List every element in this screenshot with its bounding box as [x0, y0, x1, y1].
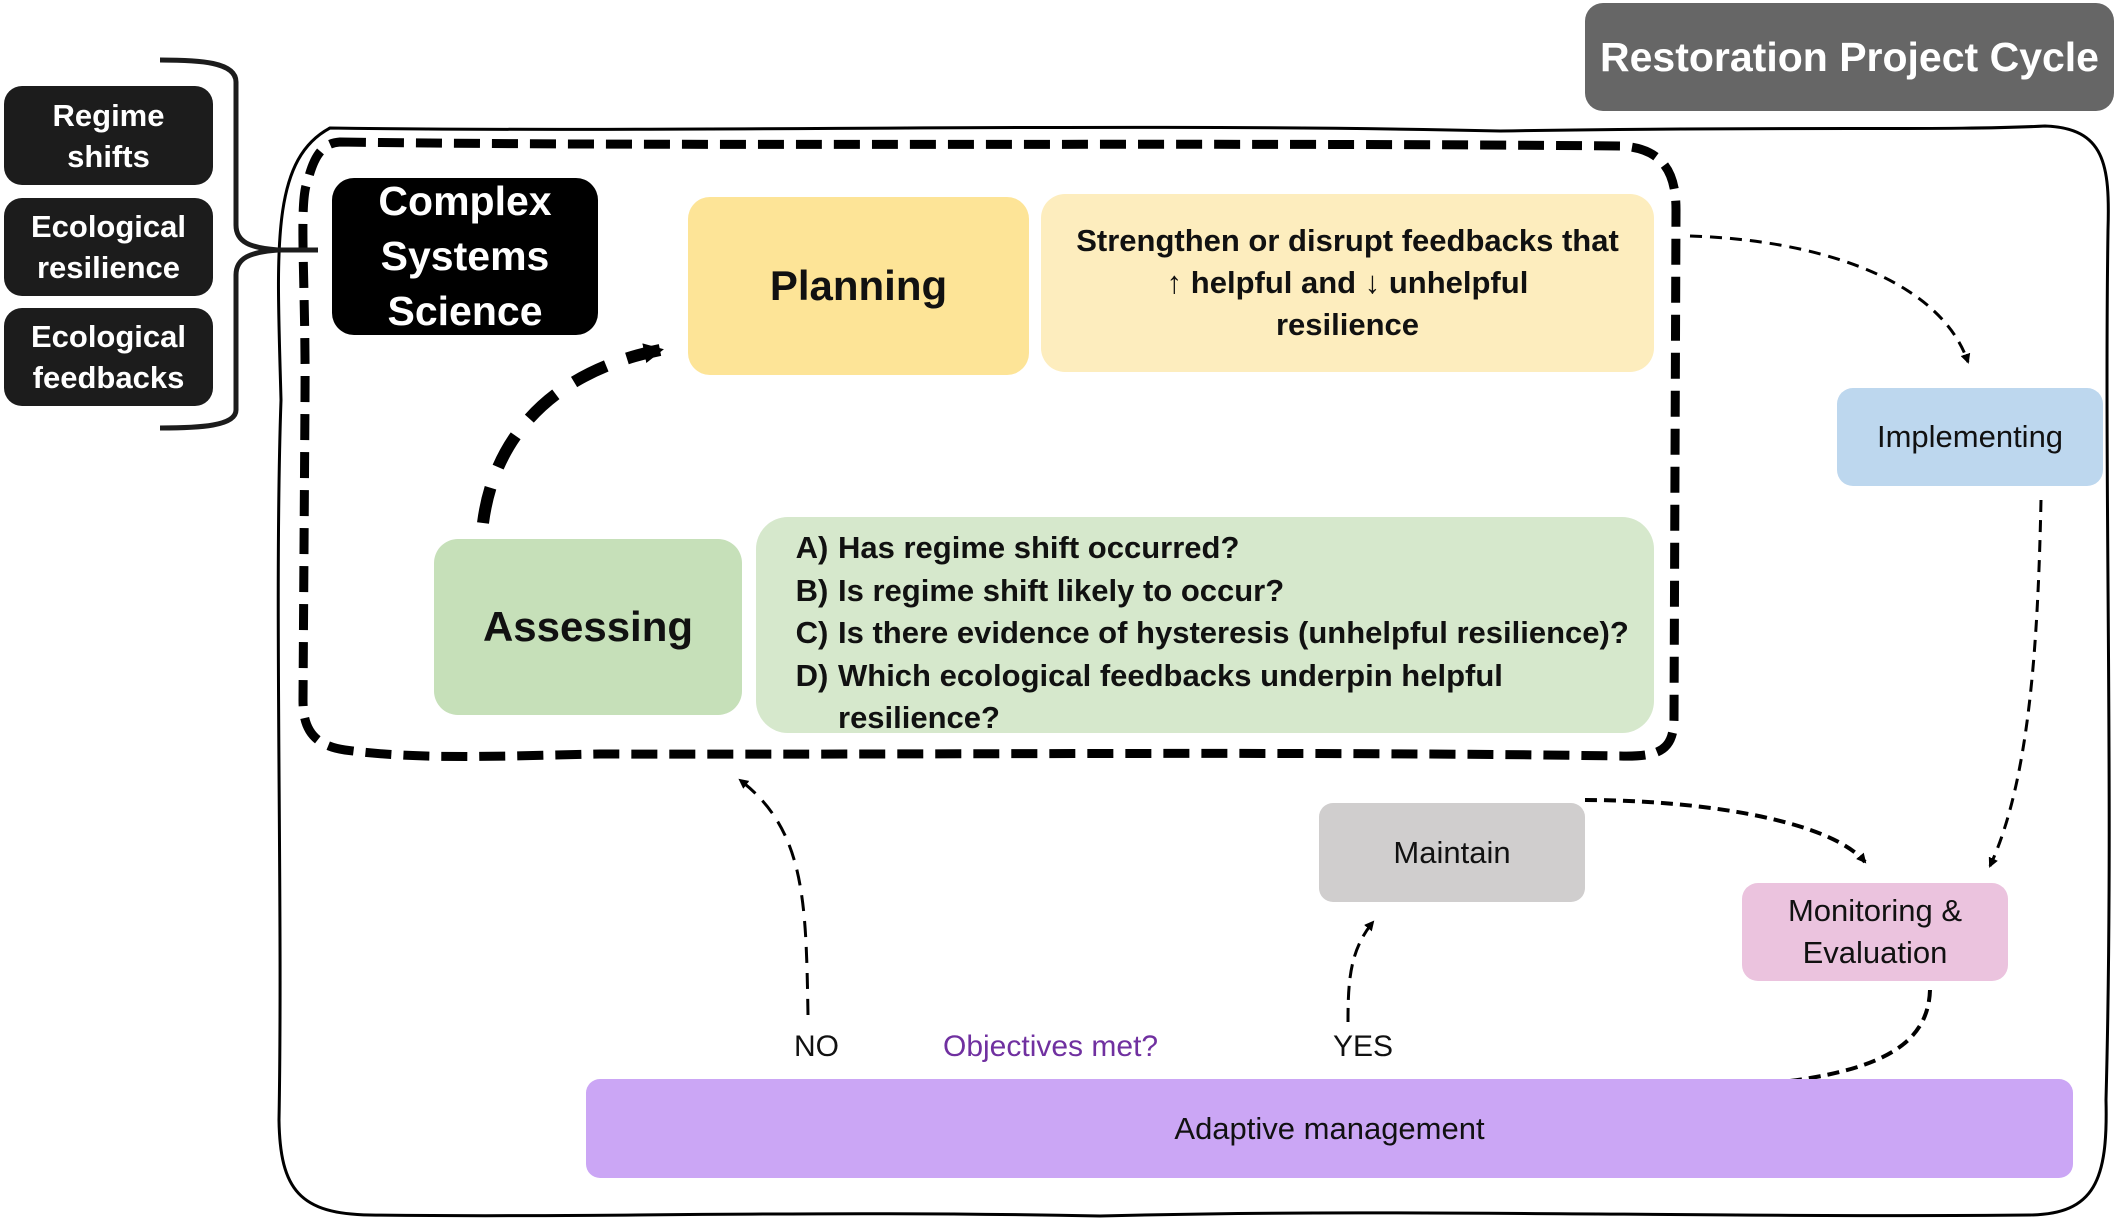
concept-ecological-resilience: Ecological resilience	[4, 198, 213, 296]
planning-to-implementing-arrow	[1689, 234, 1971, 364]
question-item: A) Has regime shift occurred?	[786, 527, 1648, 570]
complex-text-line: Complex	[378, 178, 552, 224]
question-letter: A)	[795, 530, 829, 565]
adaptive-management-label: Adaptive management	[1174, 1110, 1485, 1146]
concept-regime-shifts: Regime shifts	[4, 86, 213, 185]
question-letter: B)	[795, 572, 829, 608]
complex-text-line: Science	[387, 288, 543, 334]
question-text: Which ecological feedbacks underpin help…	[838, 657, 1503, 736]
question-text: Is regime shift likely to occur?	[838, 572, 1285, 608]
question-item: C) Is there evidence of hysteresis (unhel…	[786, 612, 1648, 655]
complex-systems-science-box: Complex Systems Science	[332, 178, 598, 335]
question-text: Has regime shift occurred?	[838, 530, 1240, 565]
question-letter: C)	[795, 615, 829, 650]
assessing-questions-box: A) Has regime shift occurred? B)Is regime…	[756, 517, 1654, 735]
question-item: D)Which ecological feedbacks underpin he…	[786, 655, 1648, 740]
yes-to-maintain-arrow	[1346, 920, 1375, 1023]
assessing-label: Assessing	[482, 603, 694, 650]
planning-label: Planning	[769, 262, 948, 309]
implementing-label: Implementing	[1876, 419, 2064, 454]
question-letter: D)	[795, 657, 829, 693]
adaptive-management-box[interactable]: Adaptive management	[586, 1079, 2073, 1178]
diagram-title: Restoration Project Cycle	[1585, 3, 2114, 111]
diagram-title-text: Restoration Project Cycle	[1600, 33, 2099, 80]
implementing-box[interactable]: Implementing	[1837, 388, 2103, 486]
question-text: Is there evidence of hysteresis (unhelpf…	[838, 615, 1629, 650]
planning-description-box: Strengthen or disrupt feedbacks that ↑ h…	[1041, 194, 1654, 372]
concept-text-line: resilience	[36, 250, 181, 285]
monitoring-label-line: Evaluation	[1802, 935, 1948, 970]
maintain-to-monitoring-arrow	[1584, 798, 1867, 864]
restoration-cycle-border	[276, 124, 2111, 1218]
no-label: NO	[794, 1030, 839, 1063]
planning-description-line: Strengthen or disrupt feedbacks that	[1076, 223, 1619, 258]
planning-box[interactable]: Planning	[688, 197, 1029, 375]
concept-text-line: Ecological	[30, 319, 187, 354]
concept-text-line: feedbacks	[32, 360, 185, 395]
concept-bracket	[159, 57, 318, 431]
complex-text-line: Systems	[380, 233, 550, 279]
concept-text-line: shifts	[67, 138, 150, 174]
monitoring-to-adaptive-arrow	[1708, 989, 1932, 1093]
planning-description-line: resilience	[1275, 307, 1420, 342]
question-item: B)Is regime shift likely to occur?	[786, 570, 1648, 613]
no-to-assessing-arrow	[738, 778, 810, 1016]
assessing-to-planning-arrow	[477, 343, 664, 524]
concept-text-line: Ecological	[30, 209, 187, 244]
assessing-question-list: A) Has regime shift occurred? B)Is regime…	[786, 527, 1648, 740]
maintain-box[interactable]: Maintain	[1319, 803, 1585, 902]
planning-description-line: ↑ helpful and ↓ unhelpful	[1166, 265, 1529, 300]
assessing-box[interactable]: Assessing	[434, 539, 742, 715]
objectives-met-question: Objectives met?	[943, 1030, 1159, 1063]
concept-text-line: Regime	[52, 97, 165, 133]
maintain-label: Maintain	[1393, 834, 1511, 870]
yes-label: YES	[1333, 1030, 1394, 1063]
implementing-to-monitoring-arrow	[1988, 499, 2043, 868]
monitoring-label-line: Monitoring &	[1787, 893, 1963, 928]
monitoring-evaluation-box[interactable]: Monitoring & Evaluation	[1742, 883, 2008, 981]
complex-systems-region-border	[298, 137, 1681, 761]
concept-ecological-feedbacks: Ecological feedbacks	[4, 308, 213, 406]
